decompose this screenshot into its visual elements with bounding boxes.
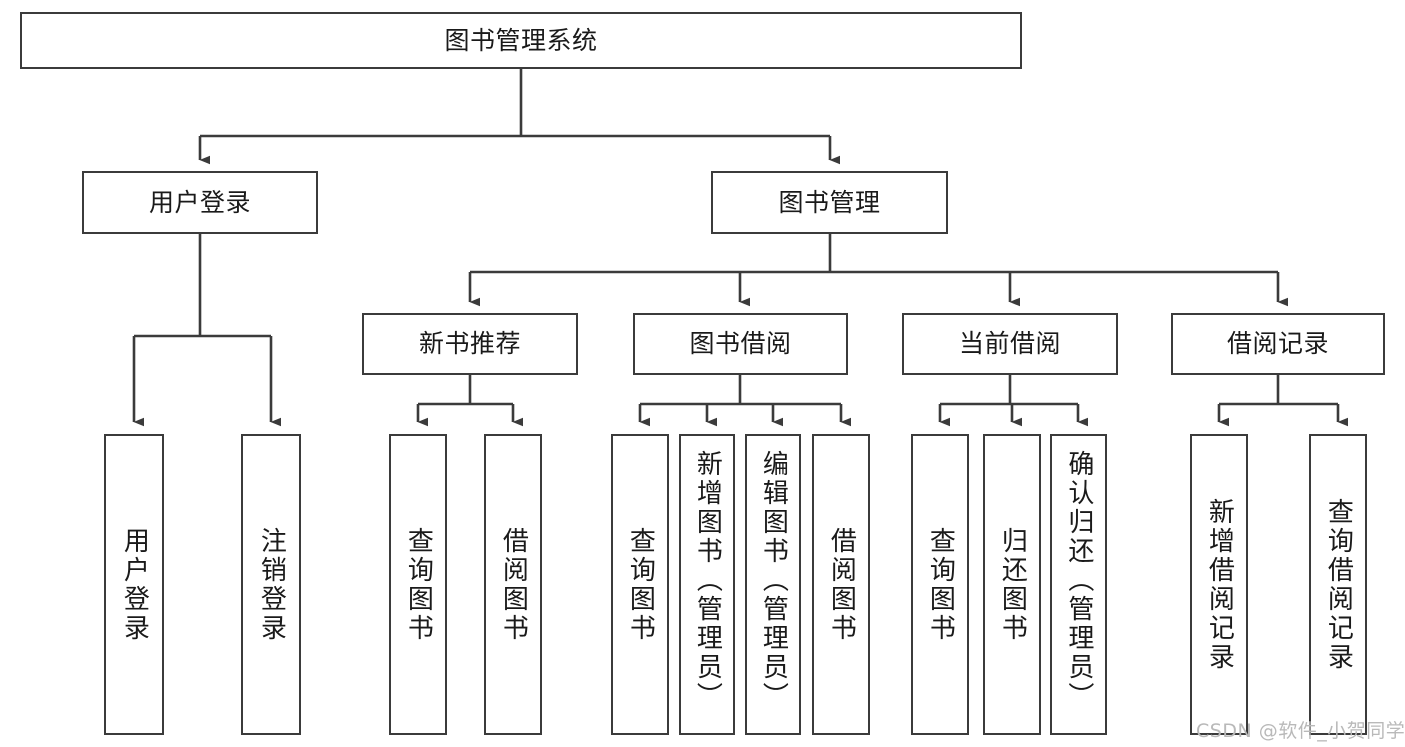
node-leaf-return-book-label: 归还图书 bbox=[997, 526, 1028, 643]
node-leaf-query-book-3-label: 查询图书 bbox=[925, 526, 956, 643]
node-current-borrow-label: 当前借阅 bbox=[958, 329, 1061, 359]
node-leaf-add-book[interactable]: 新增图书（管理员） bbox=[679, 434, 735, 735]
node-leaf-query-record[interactable]: 查询借阅记录 bbox=[1309, 434, 1367, 735]
node-leaf-edit-book[interactable]: 编辑图书（管理员） bbox=[745, 434, 801, 735]
node-leaf-add-record[interactable]: 新增借阅记录 bbox=[1190, 434, 1248, 735]
csdn-watermark: CSDN @软件_小贺同学 bbox=[1196, 720, 1405, 742]
node-root[interactable]: 图书管理系统 bbox=[20, 12, 1022, 69]
node-borrow-record-label: 借阅记录 bbox=[1226, 329, 1329, 359]
node-book-borrow[interactable]: 图书借阅 bbox=[633, 313, 848, 375]
node-leaf-user-login-label: 用户登录 bbox=[119, 526, 150, 643]
node-current-borrow[interactable]: 当前借阅 bbox=[902, 313, 1118, 375]
node-leaf-logout-label: 注销登录 bbox=[256, 526, 287, 643]
node-leaf-borrow-book-1[interactable]: 借阅图书 bbox=[484, 434, 542, 735]
node-leaf-query-book-1[interactable]: 查询图书 bbox=[389, 434, 447, 735]
node-leaf-query-book-3[interactable]: 查询图书 bbox=[911, 434, 969, 735]
node-leaf-return-book[interactable]: 归还图书 bbox=[983, 434, 1041, 735]
node-leaf-user-login[interactable]: 用户登录 bbox=[104, 434, 164, 735]
node-leaf-add-book-label: 新增图书（管理员） bbox=[692, 450, 723, 711]
node-leaf-borrow-book-1-label: 借阅图书 bbox=[498, 526, 529, 643]
node-leaf-confirm-return-label: 确认归还（管理员） bbox=[1063, 450, 1094, 711]
node-new-book-rec[interactable]: 新书推荐 bbox=[362, 313, 578, 375]
node-leaf-query-record-label: 查询借阅记录 bbox=[1323, 497, 1354, 672]
node-user-login[interactable]: 用户登录 bbox=[82, 171, 318, 234]
node-leaf-add-record-label: 新增借阅记录 bbox=[1204, 497, 1235, 672]
node-leaf-query-book-1-label: 查询图书 bbox=[403, 526, 434, 643]
node-leaf-borrow-book-2[interactable]: 借阅图书 bbox=[812, 434, 870, 735]
node-book-manage[interactable]: 图书管理 bbox=[711, 171, 948, 234]
node-leaf-query-book-2[interactable]: 查询图书 bbox=[611, 434, 669, 735]
node-leaf-logout[interactable]: 注销登录 bbox=[241, 434, 301, 735]
node-user-login-label: 用户登录 bbox=[148, 187, 251, 217]
node-leaf-borrow-book-2-label: 借阅图书 bbox=[826, 526, 857, 643]
node-leaf-edit-book-label: 编辑图书（管理员） bbox=[758, 450, 789, 711]
node-leaf-confirm-return[interactable]: 确认归还（管理员） bbox=[1050, 434, 1107, 735]
node-book-manage-label: 图书管理 bbox=[778, 187, 881, 217]
node-root-label: 图书管理系统 bbox=[444, 25, 598, 55]
node-new-book-rec-label: 新书推荐 bbox=[418, 329, 521, 359]
node-leaf-query-book-2-label: 查询图书 bbox=[625, 526, 656, 643]
node-book-borrow-label: 图书借阅 bbox=[689, 329, 792, 359]
node-borrow-record[interactable]: 借阅记录 bbox=[1171, 313, 1385, 375]
